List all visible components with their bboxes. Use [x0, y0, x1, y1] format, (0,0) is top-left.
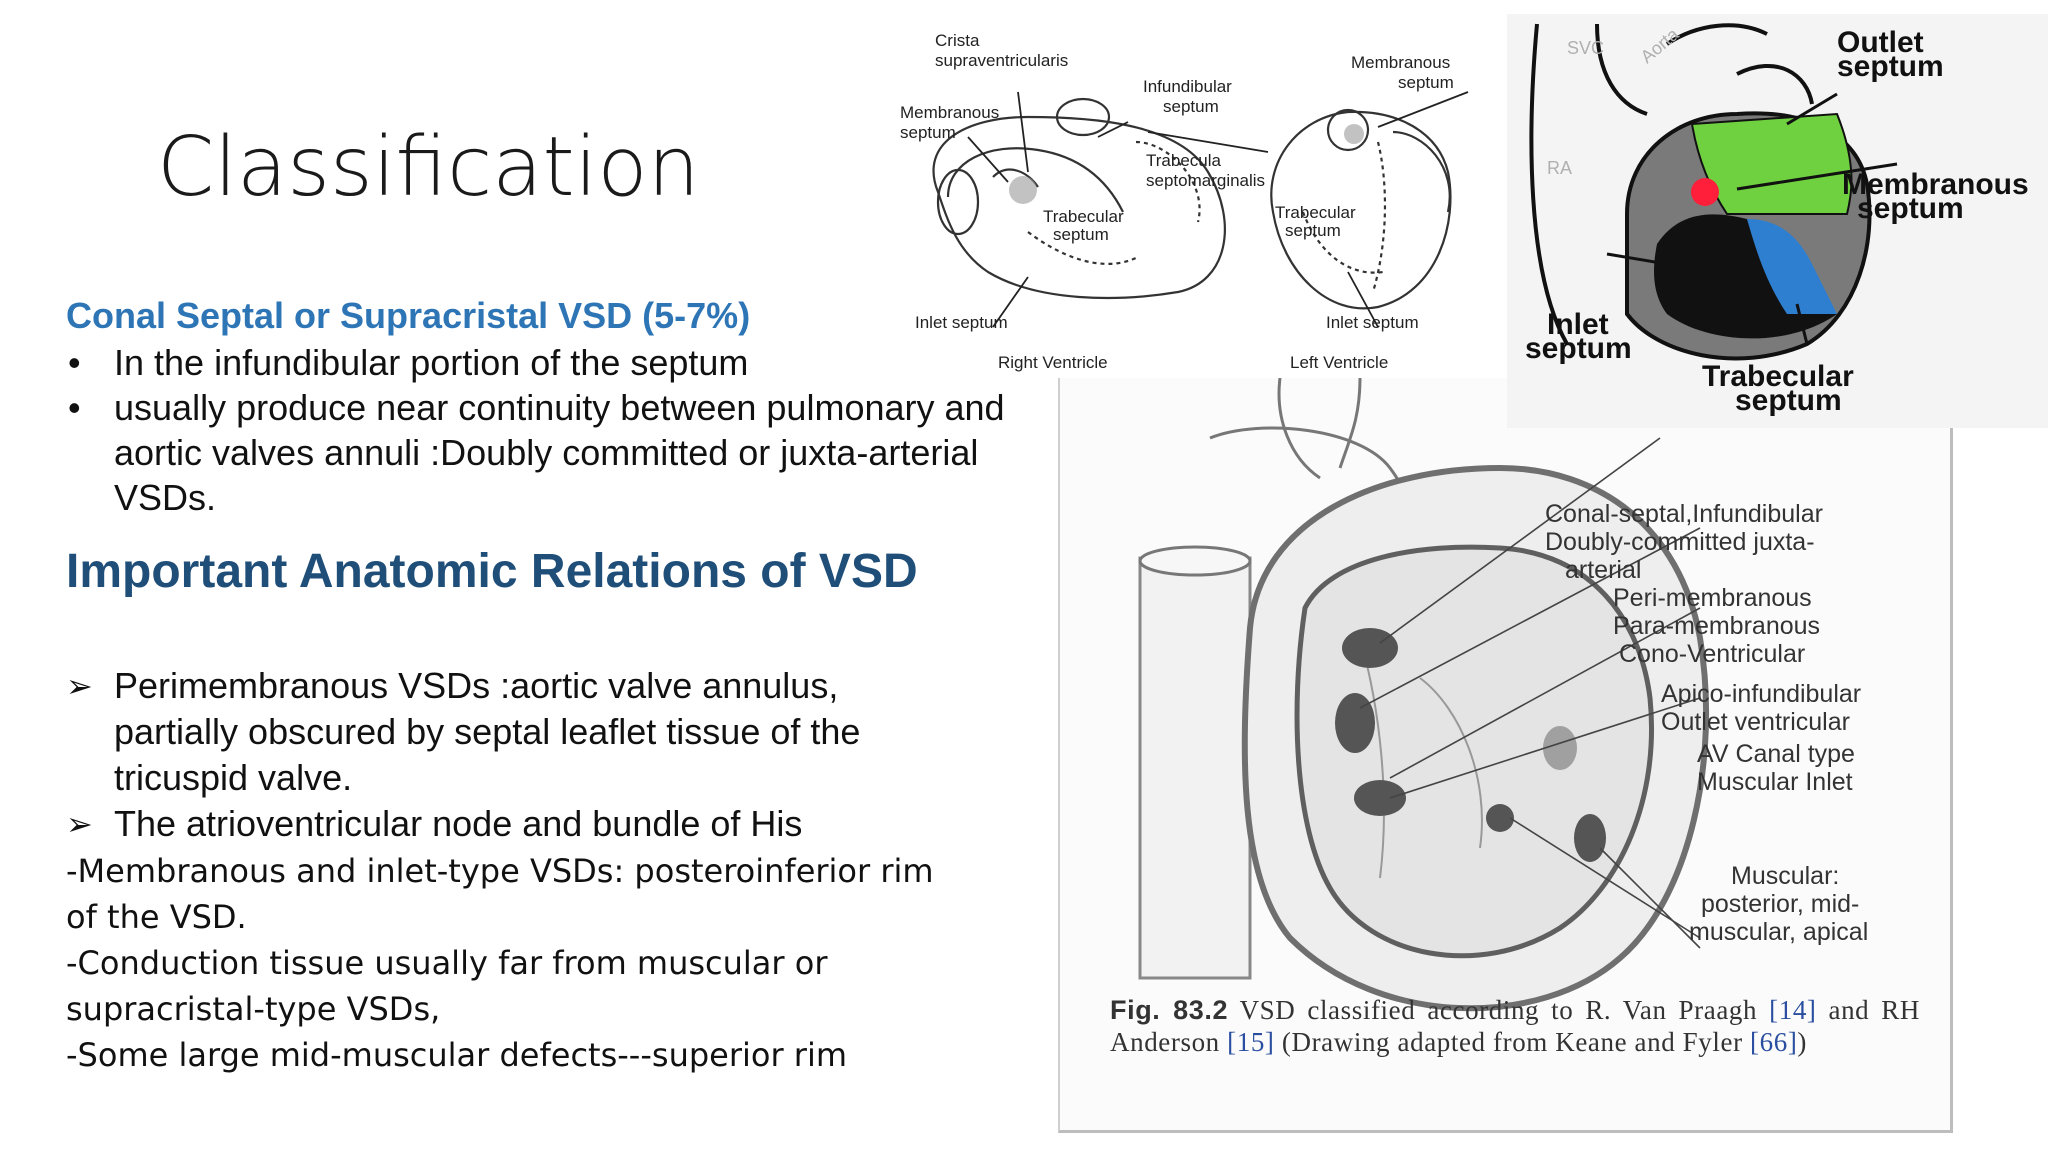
label-membranous: Membranous — [1842, 168, 2029, 201]
label-trabecular-rv: Trabecular — [1043, 207, 1124, 226]
type-label-line: Doubly-committed juxta- — [1545, 528, 1815, 556]
bullet-text: In the infundibular portion of the septu… — [114, 342, 749, 383]
label-membranous-2: septum — [1857, 192, 1964, 225]
slide-title: Classification — [157, 120, 700, 215]
note-line: -Conduction tissue usually far from musc… — [66, 944, 828, 982]
inlet-septum-region — [1747, 219, 1837, 314]
label-trabecular-rv-2: septum — [1053, 225, 1109, 244]
arrow-item: ➢ The atrioventricular node and bundle o… — [66, 801, 966, 847]
caption-text: and RH Anderson — [1110, 995, 1920, 1057]
section-heading-supracristal: Conal Septal or Supracristal VSD (5-7%) — [66, 295, 751, 336]
rv-inner-wall — [946, 147, 1124, 213]
left-ventricle-outline — [1270, 110, 1452, 310]
type-label-line: Peri-membranous — [1613, 584, 1812, 612]
label-membranous-rv-2: septum — [900, 123, 956, 142]
type-label-line: posterior, mid- — [1701, 890, 1860, 918]
note-line: supracristal-type VSDs, — [66, 990, 441, 1028]
caption-ref: [14] — [1769, 995, 1817, 1025]
caption-ref: [15] — [1227, 1027, 1275, 1057]
vsd-classification-figure — [1058, 378, 1953, 1133]
colored-septum-figure: SVC RA Aorta Outlet septum Membranous se… — [1507, 14, 2048, 428]
septum-components-drawing: SVC RA Aorta Outlet septum Membranous se… — [1507, 14, 2048, 428]
label-svc: SVC — [1567, 38, 1604, 58]
type-label-line: arterial — [1565, 556, 1642, 584]
label-trabecula-2: septomarginalis — [1146, 171, 1265, 190]
conduction-notes: -Membranous and inlet-type VSDs: postero… — [66, 848, 966, 1078]
bullet-item: • In the infundibular portion of the sep… — [66, 340, 1026, 385]
caption-fig-label: Fig. 83.2 — [1110, 995, 1229, 1025]
heart-section-drawing — [1138, 378, 1710, 1012]
label-trabecula: Trabecula — [1146, 151, 1222, 170]
outlet-septum-region — [1690, 112, 1853, 215]
type-label-line: AV Canal type — [1697, 740, 1855, 768]
label-inlet: Inlet — [1547, 308, 1609, 341]
supracristal-bullet-list: • In the infundibular portion of the sep… — [66, 340, 1026, 520]
arrow-item-text: The atrioventricular node and bundle of … — [114, 803, 803, 844]
ventricle-septum-diagram: Crista supraventricularis Membranous sep… — [900, 31, 1469, 372]
label-trabecular-lv: Trabecular — [1275, 203, 1356, 222]
label-ra: RA — [1547, 158, 1572, 178]
arrow-item-text: Perimembranous VSDs :aortic valve annulu… — [114, 665, 861, 798]
label-right-ventricle: Right Ventricle — [998, 353, 1108, 372]
section-heading-anatomic-relations: Important Anatomic Relations of VSD — [66, 545, 918, 598]
bullet-icon: • — [68, 342, 81, 383]
right-ventricle-outline — [932, 115, 1226, 300]
figure-caption: Fig. 83.2 VSD classified according to R.… — [1110, 994, 1920, 1058]
arrow-bullet-icon: ➢ — [66, 806, 93, 842]
type-label-line: Muscular: — [1731, 862, 1840, 890]
arrow-bullet-icon: ➢ — [66, 668, 93, 704]
label-membranous-lv-2: septum — [1398, 73, 1454, 92]
bullet-icon: • — [68, 387, 81, 428]
label-trabecular-lv-2: septum — [1285, 221, 1341, 240]
label-infundibular: Infundibular — [1143, 77, 1232, 96]
caption-ref: [66] — [1750, 1027, 1798, 1057]
vsd-type-labels: Conal-septal,Infundibular Doubly-committ… — [1545, 500, 1945, 946]
type-label-line: Cono-Ventricular — [1619, 640, 1806, 668]
label-outlet-2: septum — [1837, 50, 1944, 83]
caption-text: VSD classified according to R. Van Praag… — [1239, 995, 1758, 1025]
type-label-line: muscular, apical — [1689, 918, 1869, 946]
membranous-septum-spot — [1691, 178, 1719, 206]
anatomic-relations-list: ➢ Perimembranous VSDs :aortic valve annu… — [66, 663, 966, 847]
label-inlet-lv: Inlet septum — [1326, 313, 1419, 332]
label-left-ventricle: Left Ventricle — [1290, 353, 1388, 372]
note-line: -Some large mid-muscular defects---super… — [66, 1036, 848, 1074]
type-label-line: Conal-septal,Infundibular — [1545, 500, 1823, 528]
type-label-line: Apico-infundibular — [1661, 680, 1862, 708]
caption-text: ) — [1797, 1027, 1808, 1057]
label-crista: Crista — [935, 31, 980, 50]
arrow-item: ➢ Perimembranous VSDs :aortic valve annu… — [66, 663, 966, 801]
note-line: of the VSD. — [66, 898, 247, 936]
bullet-item: • usually produce near continuity betwee… — [66, 385, 1026, 520]
label-inlet-2: septum — [1525, 332, 1632, 365]
label-membranous-lv: Membranous — [1351, 53, 1450, 72]
type-label-line: Muscular Inlet — [1697, 768, 1853, 796]
type-label-line: Outlet ventricular — [1661, 708, 1850, 736]
label-trabecular-2: septum — [1735, 384, 1842, 417]
label-inlet-rv: Inlet septum — [915, 313, 1008, 332]
note-line: -Membranous and inlet-type VSDs: postero… — [66, 852, 934, 890]
label-crista-2: supraventricularis — [935, 51, 1068, 70]
type-label-line: Para-membranous — [1613, 612, 1821, 640]
label-outlet: Outlet — [1837, 26, 1924, 59]
caption-text: (Drawing adapted from Keane and Fyler — [1281, 1027, 1743, 1057]
label-infundibular-2: septum — [1163, 97, 1219, 116]
label-trabecular: Trabecular — [1702, 360, 1854, 393]
bullet-text: usually produce near continuity between … — [114, 387, 1005, 518]
label-membranous-rv: Membranous — [900, 103, 999, 122]
